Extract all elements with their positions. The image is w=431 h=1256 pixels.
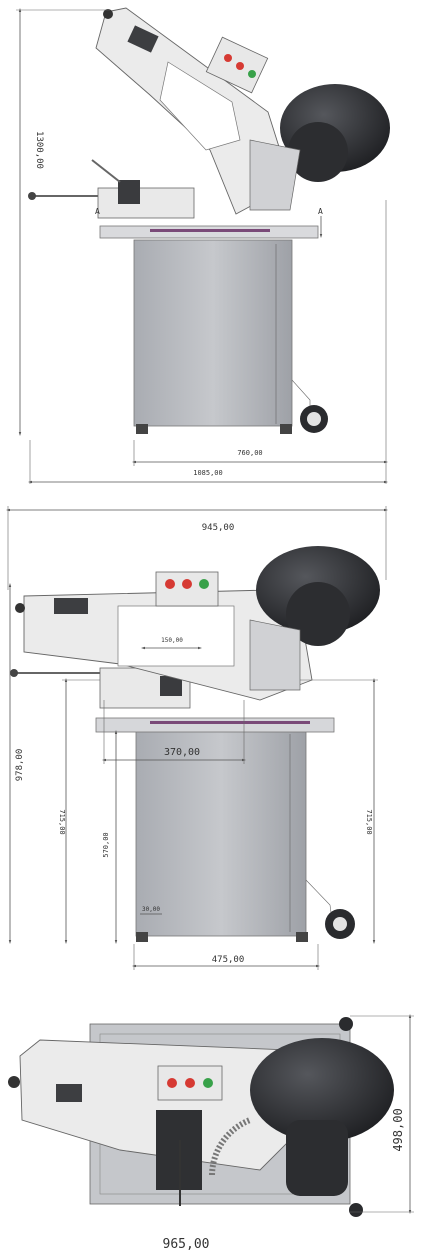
front-arm-dim: 370,00 xyxy=(164,747,200,758)
saw-arm xyxy=(19,1039,301,1171)
front-table-height-left: 715,00 xyxy=(58,809,66,834)
front-small-dim: 30,00 xyxy=(142,906,160,913)
work-table xyxy=(95,717,335,733)
control-box xyxy=(157,1065,223,1101)
motor-housing xyxy=(250,1017,394,1217)
side-height-dim: 1300,00 xyxy=(34,131,44,169)
top-width-dim: 965,00 xyxy=(163,1237,210,1252)
side-depth-dim: 760,00 xyxy=(237,449,262,457)
front-saw-width-dim: 150,00 xyxy=(161,637,183,644)
saw-arm xyxy=(95,7,281,215)
front-table-height-right: 715,00 xyxy=(365,809,373,834)
stand-body xyxy=(135,729,307,937)
top-depth-dim: 498,00 xyxy=(391,1108,405,1151)
front-base-dim: 475,00 xyxy=(212,955,245,965)
stand-body xyxy=(133,239,293,427)
wheel-icon xyxy=(349,1203,363,1217)
table-strip xyxy=(150,721,310,724)
motor-housing xyxy=(249,546,380,691)
foot-right xyxy=(296,932,308,942)
motor-housing xyxy=(249,84,390,211)
side-view: A A 1300,00 760,00 1085,00 xyxy=(16,7,390,484)
section-mark-left: A xyxy=(95,207,100,216)
control-box xyxy=(155,571,219,607)
foot-left xyxy=(136,932,148,942)
front-lower-height-dim: 570,00 xyxy=(102,832,110,857)
foot-right xyxy=(280,424,292,434)
front-view: 945,00 150,00 370,00 978,00 715,00 570,0… xyxy=(6,506,388,970)
front-width-dim: 945,00 xyxy=(202,523,235,533)
section-mark-right: A xyxy=(318,207,323,216)
control-box xyxy=(205,36,269,94)
vise-icon xyxy=(28,159,195,219)
front-height-dim: 978,00 xyxy=(15,749,25,782)
wheel-icon xyxy=(325,909,355,939)
foot-left xyxy=(136,424,148,434)
table-strip xyxy=(150,229,270,232)
top-view: 498,00 965,00 xyxy=(8,1014,414,1252)
wheel-icon xyxy=(300,405,328,433)
wheel-icon xyxy=(339,1017,353,1031)
side-width-dim: 1085,00 xyxy=(193,469,223,477)
